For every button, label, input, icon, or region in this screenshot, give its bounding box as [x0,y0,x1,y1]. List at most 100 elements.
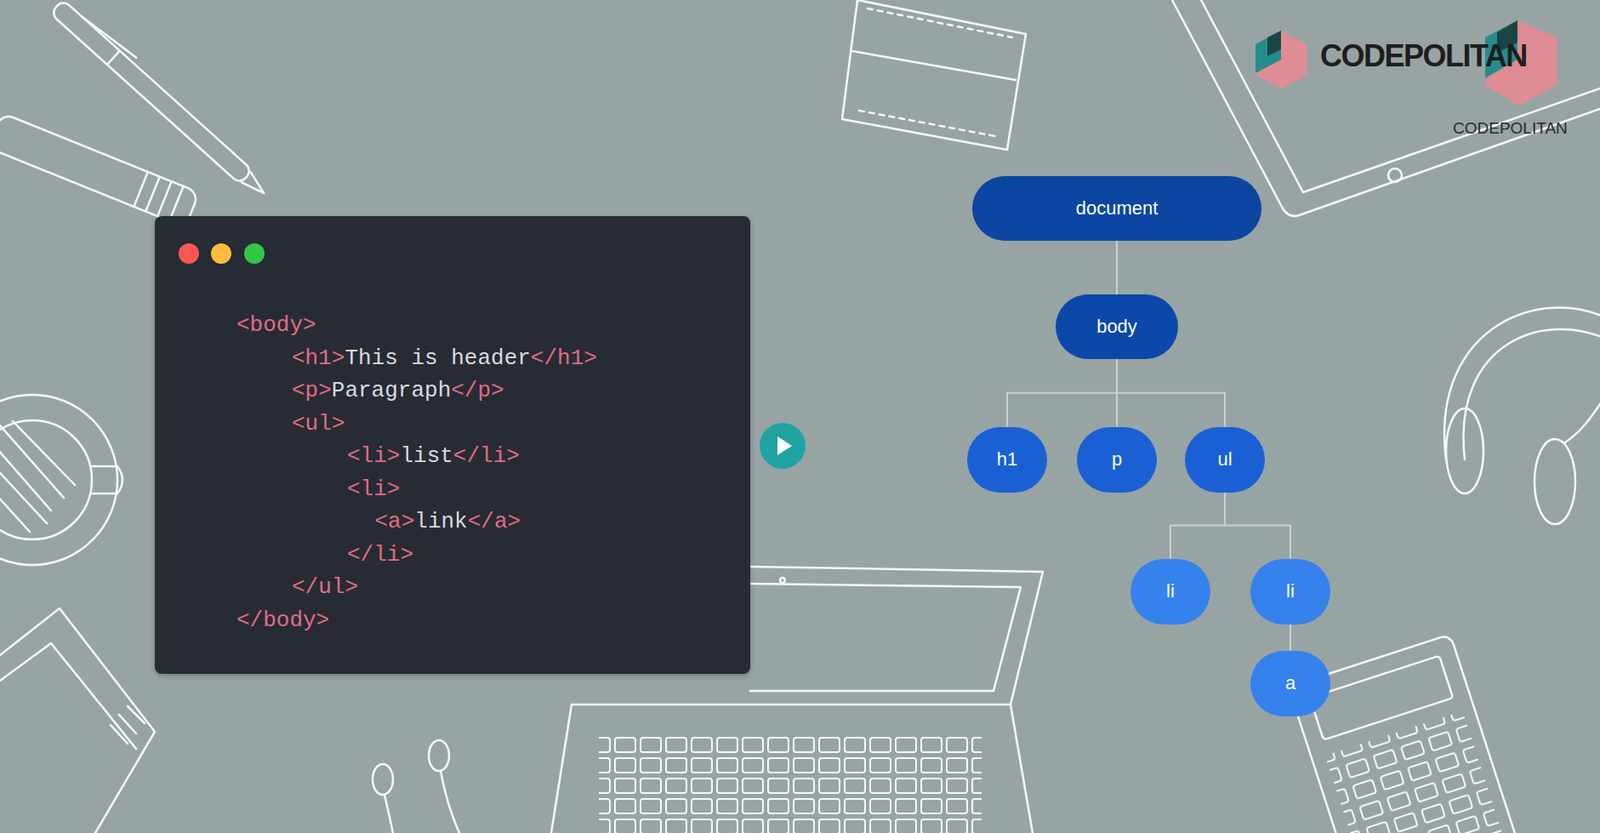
element-node: li [1250,558,1331,625]
node-label: document [1076,197,1159,220]
logo-mark-part [1255,30,1307,89]
tree-connector [1116,358,1225,428]
earphones-doodle [372,740,460,833]
close-dot [178,243,200,264]
logo-mark [1255,20,1557,106]
element-node: a [1250,650,1331,717]
code-line: </ul> [291,570,359,604]
code-tag: </li> [453,443,520,469]
code-text: This is header [344,345,530,371]
marker-doodle-part [0,113,200,228]
code-tag: </a> [467,508,521,535]
headphones-doodle-part [1565,382,1600,443]
code-line: <a>link</a> [375,505,522,538]
laptop-doodle-part [598,733,982,833]
code-tag: <a> [375,508,416,535]
headphones-doodle-part [1446,408,1484,494]
tablet-doodle-part [1388,168,1402,183]
code-tag: </ul> [291,574,359,600]
coffee-cup-doodle-part [0,420,92,540]
node-label: h1 [996,448,1018,471]
code-tag: </li> [347,541,414,568]
notebook-doodle [0,608,155,833]
code-tag: <li> [347,443,400,469]
code-tag: <body> [236,312,317,338]
node-label: ul [1217,448,1232,471]
code-tag: <li> [347,476,400,502]
element-node: li [1130,558,1211,625]
pen-doodle-part-part [50,0,253,185]
pouch-doodle [842,0,1026,150]
code-text: link [414,508,467,535]
coffee-cup-doodle-part [0,421,75,532]
node-label: li [1286,580,1295,603]
tree-connector [1007,358,1117,428]
node-label: body [1096,315,1138,338]
marker-doodle-part-part [133,171,148,207]
pen-doodle-part [50,0,274,200]
code-tag: <p> [291,377,332,404]
headphones-doodle [1444,307,1600,524]
coffee-cup-doodle-part [0,394,118,565]
document-node: document [972,176,1262,241]
code-text: Paragraph [331,377,451,404]
marker-doodle-part-part [0,113,200,228]
code-line: <h1>This is header</h1> [291,341,598,375]
pen-doodle-part-part [81,11,137,63]
code-line: </li> [347,538,414,571]
window-controls [154,216,274,268]
calculator-doodle-part-part [1325,710,1510,833]
laptop-doodle-part [750,583,1021,691]
earphones-doodle-part [372,763,393,795]
maximize-dot [244,243,265,264]
code-tag: </h1> [530,345,598,371]
tree-connector [1116,240,1118,295]
code-text: list [399,443,453,469]
notebook-doodle-part [0,608,155,833]
pouch-doodle-part [852,51,1016,80]
pen-doodle-part-part [107,51,120,65]
code-line: <p>Paragraph</p> [291,374,505,407]
laptop-doodle-part [551,704,1033,833]
play-circle [759,422,806,469]
code-line: </body> [236,603,330,637]
minimize-dot [210,243,232,264]
tree-connector [1224,492,1291,559]
element-node: h1 [967,427,1048,493]
node-label: p [1111,448,1122,471]
element-node: body [1055,294,1179,359]
code-line: <body> [236,308,317,342]
coffee-cup-doodle-part [91,466,123,494]
brand-caption: CODEPOLITAN [1452,119,1568,138]
element-node: p [1076,427,1157,493]
pouch-doodle-part [859,8,1013,137]
notebook-doodle-part [110,706,145,744]
node-label: li [1166,580,1175,603]
earphones-doodle-part [384,770,460,833]
code-tag: </p> [450,377,504,404]
logo-mark-part [1267,30,1282,57]
code-tag: <ul> [291,410,345,437]
marker-doodle [0,113,200,228]
pouch-doodle-part [842,0,1026,150]
coffee-cup-doodle [0,394,123,565]
tree-connector [1170,492,1225,559]
marker-doodle-part-part [145,176,160,212]
headphones-doodle-part [1534,438,1576,524]
play-button [755,418,810,473]
element-node: ul [1184,427,1265,493]
logo-mark-part [1255,30,1282,74]
tablet-doodle-part [1201,0,1600,193]
marker-doodle-part-part [157,181,171,217]
brand-logo-text: CODEPOLITAN [1320,39,1527,74]
code-tag: <h1> [291,345,345,371]
code-line: <li>list</li> [347,439,520,473]
laptop-doodle-part [750,566,1043,705]
code-line: <ul> [291,407,345,440]
pen-doodle-part-part [241,171,269,199]
code-line: <li> [347,472,400,506]
headphones-doodle-part [1444,307,1600,460]
